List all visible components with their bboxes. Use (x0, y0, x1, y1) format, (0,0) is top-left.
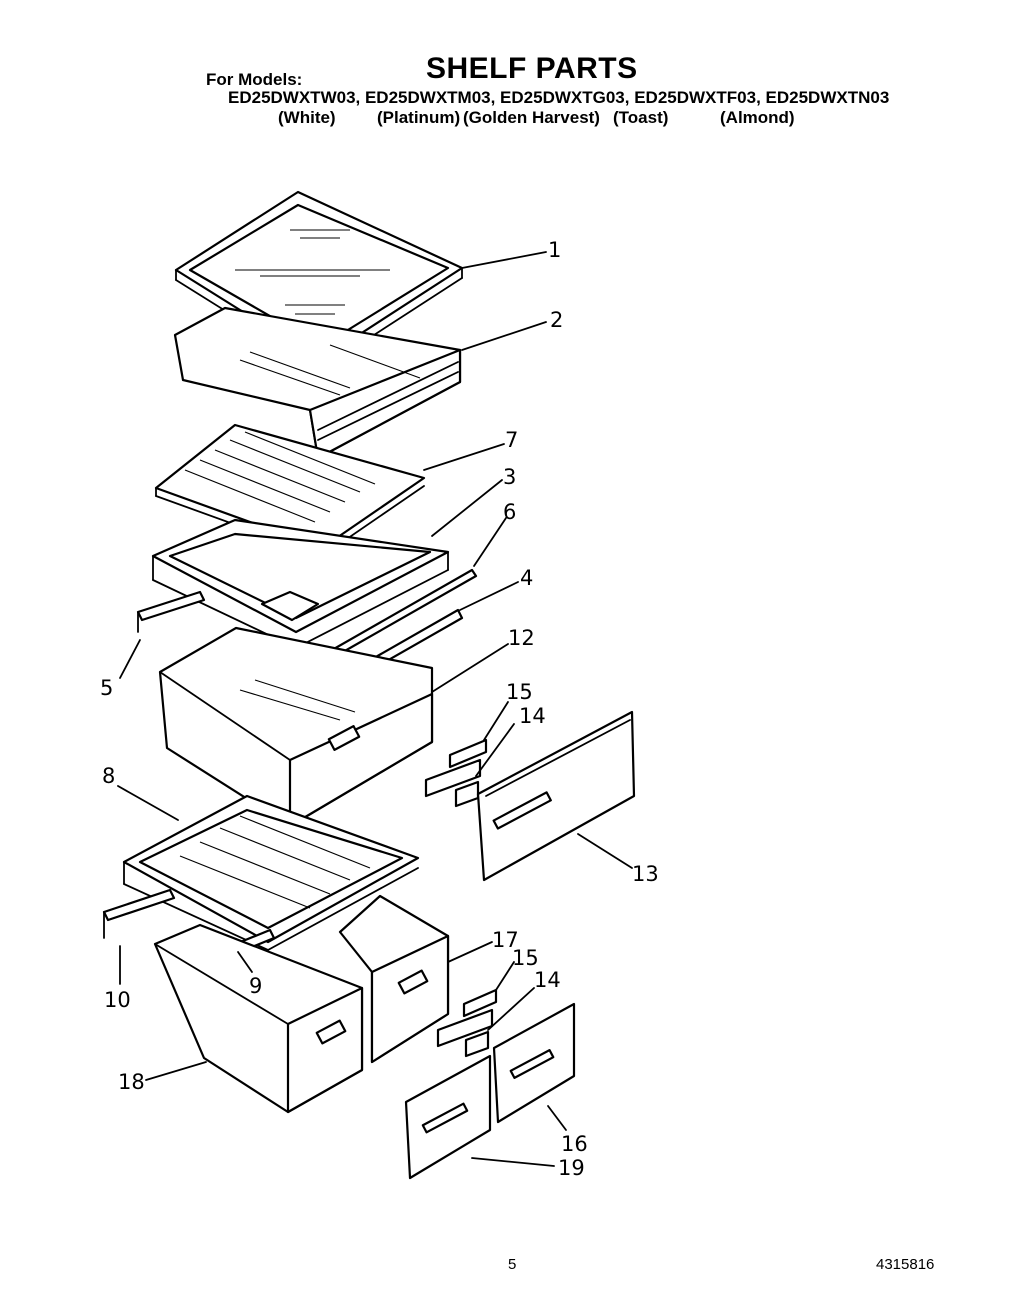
part-5-slide (136, 590, 206, 633)
color-golden-harvest: (Golden Harvest) (463, 108, 600, 127)
part-19-drawer-front (404, 1054, 492, 1180)
part-14-clip-lower (436, 1008, 494, 1058)
model-numbers: ED25DWXTW03, ED25DWXTM03, ED25DWXTG03, E… (228, 88, 890, 107)
part-13-crisper-front (476, 710, 636, 882)
part-10-slide (102, 888, 176, 939)
color-white: (White) (278, 108, 336, 127)
callout-10: 10 (104, 988, 131, 1012)
callout-15-lower: 15 (512, 946, 539, 970)
part-8-lower-shelf (122, 794, 420, 951)
callout-7: 7 (505, 428, 519, 452)
callout-3: 3 (503, 465, 517, 489)
leader-lines (117, 251, 633, 1167)
document-number: 4315816 (876, 1256, 935, 1273)
callout-19: 19 (558, 1156, 585, 1180)
callout-5: 5 (100, 676, 114, 700)
callout-15-upper: 15 (506, 680, 533, 704)
color-toast: (Toast) (613, 108, 669, 127)
part-15-clip-lower (462, 988, 498, 1018)
part-16-drawer-front (492, 1002, 576, 1124)
callout-14-upper: 14 (519, 704, 546, 728)
page-title: SHELF PARTS (426, 52, 638, 85)
callout-1: 1 (548, 238, 562, 262)
callout-14-lower: 14 (534, 968, 561, 992)
part-17-deli-pan (338, 894, 450, 1064)
callout-13: 13 (632, 862, 659, 886)
callout-2: 2 (550, 308, 564, 332)
page-number: 5 (508, 1256, 517, 1273)
callout-4: 4 (520, 566, 534, 590)
for-models-label: For Models: (206, 70, 303, 89)
callout-9: 9 (249, 974, 263, 998)
callout-18: 18 (118, 1070, 145, 1094)
part-18-deli-pan (153, 923, 364, 1114)
part-15-clip-upper (448, 738, 488, 769)
part-2-meat-pan (173, 306, 462, 460)
callout-8: 8 (102, 764, 116, 788)
callout-12: 12 (508, 626, 535, 650)
callout-16: 16 (561, 1132, 588, 1156)
callout-6: 6 (503, 500, 517, 524)
part-12-crisper-pan (158, 626, 434, 828)
color-platinum: (Platinum) (377, 108, 461, 127)
part-3-shelf-frame (151, 518, 450, 649)
color-almond: (Almond) (720, 108, 795, 127)
callout-17: 17 (492, 928, 519, 952)
